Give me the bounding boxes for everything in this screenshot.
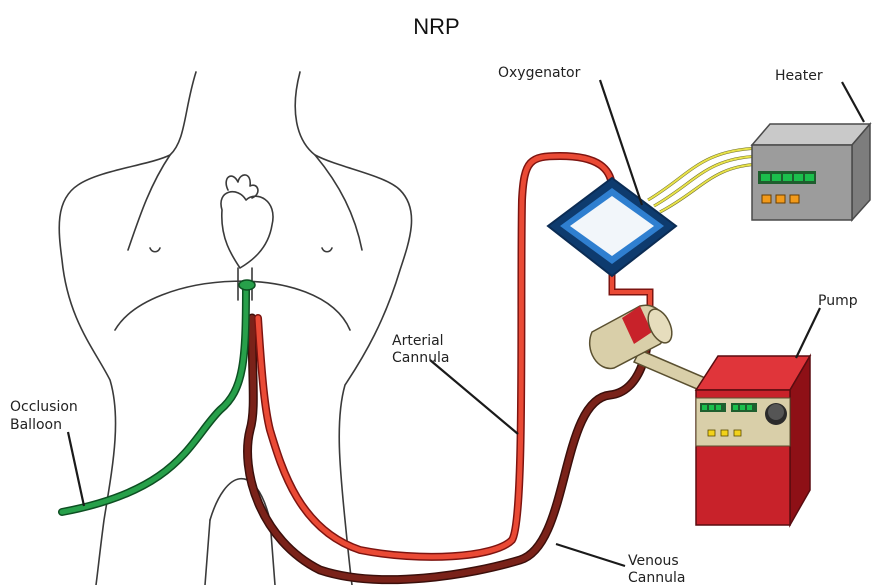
human-torso-icon bbox=[59, 72, 411, 585]
heater-tubing bbox=[648, 148, 760, 212]
heater-unit-icon bbox=[752, 124, 870, 220]
venous-cannula-label-line2: Cannula bbox=[628, 570, 685, 585]
occlusion-balloon bbox=[239, 280, 255, 290]
arterial-cannula-label-line2: Cannula bbox=[392, 350, 449, 366]
arterial-cannula-label-line1: Arterial bbox=[392, 333, 444, 349]
pump-unit-icon bbox=[696, 356, 810, 525]
oxygenator-label: Oxygenator bbox=[498, 65, 581, 81]
occlusion-balloon-label-line2: Balloon bbox=[10, 417, 62, 433]
heater-label: Heater bbox=[775, 68, 823, 84]
pump-label: Pump bbox=[818, 293, 858, 309]
pump-head-icon bbox=[590, 305, 710, 392]
venous-cannula-label-line1: Venous bbox=[628, 553, 679, 569]
occlusion-balloon-label-line1: Occlusion bbox=[10, 399, 78, 415]
